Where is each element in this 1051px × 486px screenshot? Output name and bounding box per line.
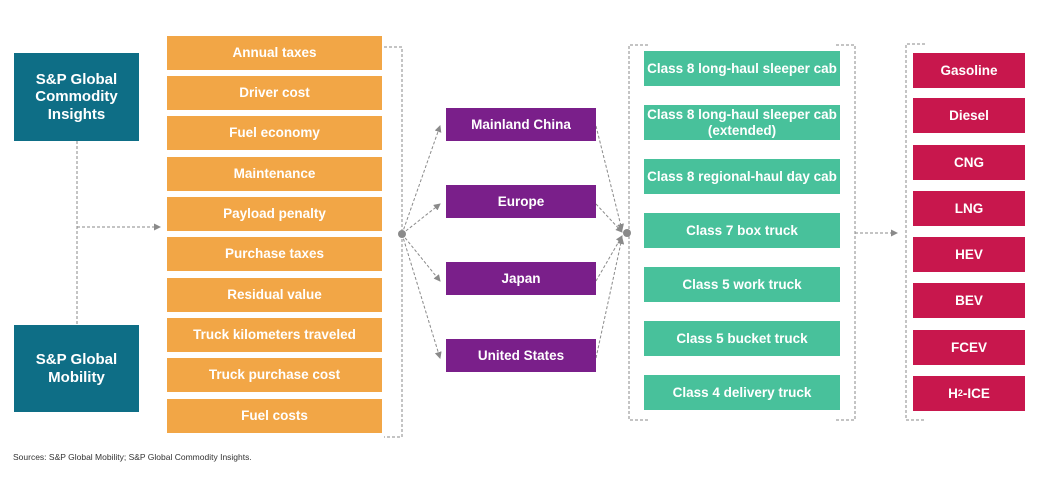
factors-bracket <box>384 46 403 438</box>
arrow-to-europe <box>401 203 441 235</box>
arrow-to-japan <box>401 233 441 282</box>
factor-annual-taxes: Annual taxes <box>167 36 382 70</box>
arrow-from-europe <box>595 203 623 233</box>
h2-suffix: -ICE <box>962 385 990 401</box>
h2-prefix: H <box>948 385 958 401</box>
arrow-to-united-states <box>401 233 442 359</box>
factor-payload-penalty: Payload penalty <box>167 197 382 231</box>
fuel-hev: HEV <box>913 237 1025 272</box>
regions-junction-dot <box>623 229 631 237</box>
factor-residual-value: Residual value <box>167 278 382 312</box>
region-mainland-china: Mainland China <box>446 108 596 141</box>
factors-junction-dot <box>398 230 406 238</box>
source-mobility: S&P Global Mobility <box>14 325 139 412</box>
sources-footnote: Sources: S&P Global Mobility; S&P Global… <box>13 452 252 462</box>
region-japan: Japan <box>446 262 596 295</box>
fuel-diesel: Diesel <box>913 98 1025 133</box>
arrow-from-mainland-china <box>595 125 624 231</box>
factor-fuel-costs: Fuel costs <box>167 399 382 433</box>
truck-class8-long-haul-sleeper-extended: Class 8 long-haul sleeper cab (extended) <box>644 105 840 140</box>
fuel-fcev: FCEV <box>913 330 1025 365</box>
fuels-left-bracket <box>905 43 925 421</box>
fuel-gasoline: Gasoline <box>913 53 1025 88</box>
arrow-from-japan <box>595 235 623 282</box>
h2-subscript: 2 <box>957 388 963 399</box>
factor-driver-cost: Driver cost <box>167 76 382 110</box>
factor-maintenance: Maintenance <box>167 157 382 191</box>
factor-truck-purchase-cost: Truck purchase cost <box>167 358 382 392</box>
truck-class5-work: Class 5 work truck <box>644 267 840 302</box>
truck-class8-regional-haul-day-cab: Class 8 regional-haul day cab <box>644 159 840 194</box>
truck-class5-bucket: Class 5 bucket truck <box>644 321 840 356</box>
truck-class8-long-haul-sleeper: Class 8 long-haul sleeper cab <box>644 51 840 86</box>
factor-fuel-economy: Fuel economy <box>167 116 382 150</box>
truck-class4-delivery: Class 4 delivery truck <box>644 375 840 410</box>
arrow-from-united-states <box>595 237 625 359</box>
factor-truck-kilometers-traveled: Truck kilometers traveled <box>167 318 382 352</box>
factor-purchase-taxes: Purchase taxes <box>167 237 382 271</box>
region-united-states: United States <box>446 339 596 372</box>
truck-class7-box: Class 7 box truck <box>644 213 840 248</box>
fuel-lng: LNG <box>913 191 1025 226</box>
region-europe: Europe <box>446 185 596 218</box>
fuel-cng: CNG <box>913 145 1025 180</box>
fuel-bev: BEV <box>913 283 1025 318</box>
source-commodity-insights: S&P Global Commodity Insights <box>14 53 139 141</box>
arrow-to-mainland-china <box>401 125 442 235</box>
